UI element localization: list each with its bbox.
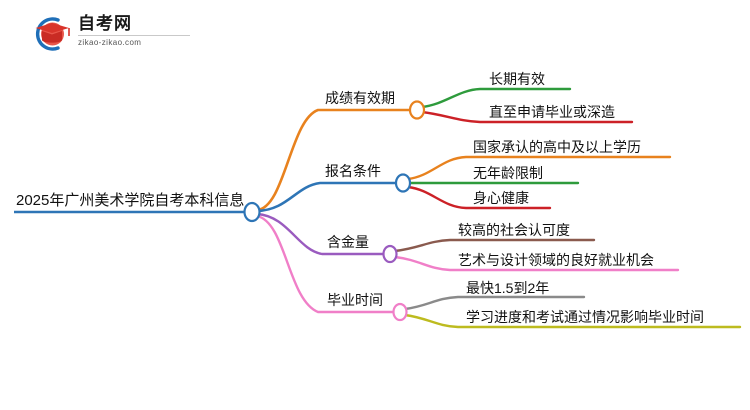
edge-branch-4-child-2 — [403, 313, 742, 329]
leaf-node-label-3-2[interactable]: 艺术与设计领域的良好就业机会 — [458, 252, 654, 268]
branch-node-label-4[interactable]: 毕业时间 — [327, 292, 383, 308]
logo-text: 自考网 zikao-zikao.com — [78, 14, 190, 48]
branch-node-label-1[interactable]: 成绩有效期 — [325, 90, 395, 106]
edge-branch-3-child-2 — [393, 255, 680, 272]
leaf-node-label-2-3[interactable]: 身心健康 — [473, 190, 529, 206]
leaf-node-label-2-2[interactable]: 无年龄限制 — [473, 165, 543, 181]
leaf-node-label-1-1[interactable]: 长期有效 — [489, 71, 545, 87]
edge-root-to-branch-3 — [255, 212, 388, 256]
edge-branch-4-child-1 — [403, 295, 586, 311]
logo-subtitle: zikao-zikao.com — [78, 38, 142, 47]
branch-4-node-circle — [392, 302, 408, 322]
branch-1-node-circle — [408, 100, 426, 120]
edge-branch-2-child-3 — [406, 185, 552, 210]
graduation-cap-logo-icon — [28, 14, 72, 54]
leaf-node-label-4-1[interactable]: 最快1.5到2年 — [466, 280, 550, 296]
branch-2-node-circle — [394, 173, 412, 193]
edge-branch-1-child-2 — [420, 110, 634, 124]
branch-node-label-3[interactable]: 含金量 — [327, 234, 369, 250]
logo-divider — [78, 35, 190, 36]
root-node-circle — [243, 201, 261, 223]
edge-branch-2-child-1 — [406, 155, 672, 181]
leaf-node-label-3-1[interactable]: 较高的社会认可度 — [458, 222, 570, 238]
edge-root-to-branch-4 — [255, 214, 398, 314]
leaf-node-label-4-2[interactable]: 学习进度和考试通过情况影响毕业时间 — [466, 309, 704, 325]
edge-root-to-branch-2 — [255, 181, 401, 213]
logo-title: 自考网 — [78, 14, 132, 33]
edge-branch-1-child-1 — [420, 87, 572, 109]
edge-root-to-branch-1 — [255, 108, 415, 212]
site-logo: 自考网 zikao-zikao.com — [28, 8, 190, 60]
leaf-node-label-1-2[interactable]: 直至申请毕业或深造 — [489, 104, 615, 120]
branch-node-label-2[interactable]: 报名条件 — [325, 163, 381, 179]
root-node-label[interactable]: 2025年广州美术学院自考本科信息 — [16, 192, 245, 209]
branch-3-node-circle — [382, 244, 398, 264]
edge-branch-3-child-1 — [393, 238, 596, 253]
leaf-node-label-2-1[interactable]: 国家承认的高中及以上学历 — [473, 139, 641, 155]
